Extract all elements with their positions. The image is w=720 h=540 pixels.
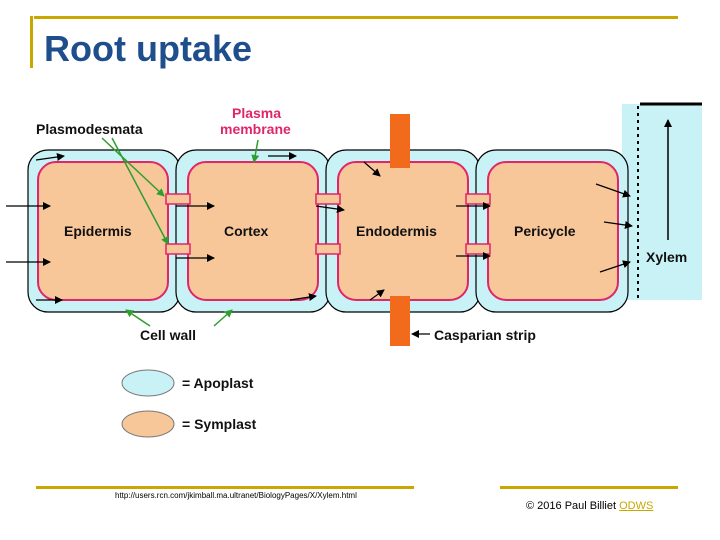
cell-row bbox=[27, 149, 629, 313]
source-url: http://users.rcn.com/jkimball.ma.ultrane… bbox=[115, 491, 357, 500]
label-cell-wall: Cell wall bbox=[140, 327, 196, 343]
label-plasma-membrane-1: Plasma bbox=[232, 105, 281, 121]
casparian-strip bbox=[390, 114, 410, 346]
label-plasmodesmata: Plasmodesmata bbox=[36, 121, 143, 137]
legend-apoplast-label: = Apoplast bbox=[182, 375, 254, 391]
title-rule-left bbox=[30, 16, 33, 68]
copyright: © 2016 Paul Billiet ODWS bbox=[526, 500, 653, 512]
water-flow-arrows bbox=[6, 152, 633, 304]
legend-symplast-label: = Symplast bbox=[182, 416, 257, 432]
label-casparian-strip: Casparian strip bbox=[434, 327, 536, 343]
footer-rule-left bbox=[36, 486, 414, 489]
legend-symplast-swatch bbox=[121, 410, 175, 438]
title-rule-top bbox=[34, 16, 678, 19]
pointer-arrows bbox=[101, 137, 260, 327]
pericycle-cell bbox=[487, 161, 619, 301]
xylem-vessel bbox=[622, 102, 702, 300]
label-plasma-membrane-2: membrane bbox=[220, 121, 291, 137]
epidermis-cell bbox=[37, 161, 169, 301]
legend-apoplast-swatch bbox=[121, 369, 175, 397]
footer-rule-right bbox=[500, 486, 678, 489]
odws-link[interactable]: ODWS bbox=[619, 500, 654, 512]
label-cortex: Cortex bbox=[224, 223, 269, 239]
legend: = Apoplast = Symplast bbox=[121, 369, 257, 438]
copyright-text: © 2016 Paul Billiet bbox=[526, 500, 620, 512]
plasmodesmata-channels bbox=[165, 193, 491, 255]
label-endodermis: Endodermis bbox=[356, 223, 437, 239]
label-pericycle: Pericycle bbox=[514, 223, 576, 239]
label-xylem: Xylem bbox=[646, 249, 687, 265]
label-epidermis: Epidermis bbox=[64, 223, 132, 239]
slide-title: Root uptake bbox=[44, 28, 253, 69]
